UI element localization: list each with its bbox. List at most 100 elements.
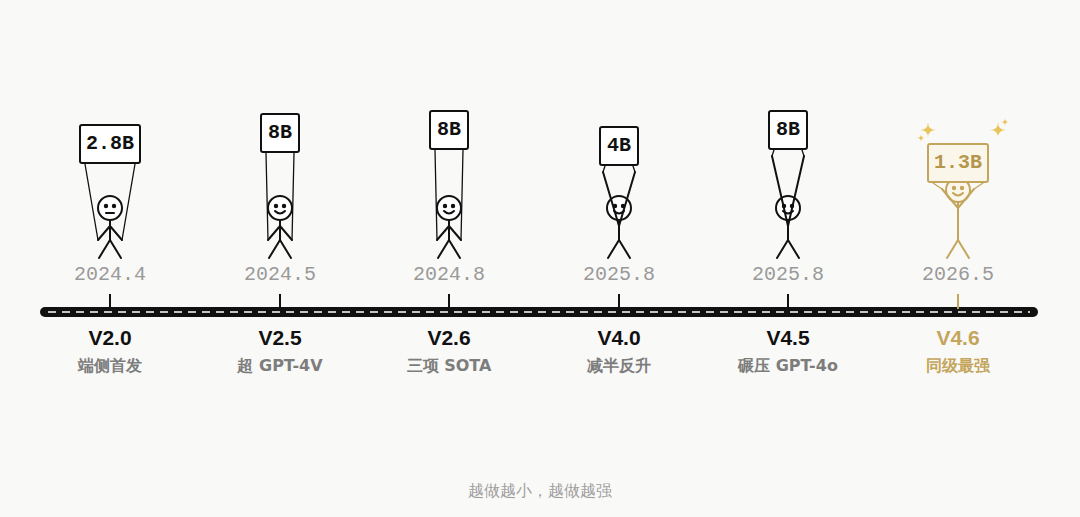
eye: [444, 205, 446, 207]
sign-board: 8B: [768, 110, 808, 150]
param-size: 2.8B: [86, 132, 134, 156]
release-date: 2024.4: [74, 263, 146, 286]
head: [776, 196, 800, 220]
version-note: 超 GPT-4V: [237, 356, 322, 377]
version-name: V4.5: [766, 326, 809, 350]
body: [109, 220, 111, 240]
version-name: V2.5: [258, 326, 301, 350]
sign-board: 8B: [260, 113, 300, 153]
stick-figure: [266, 153, 294, 258]
leg: [280, 240, 291, 258]
arm: [110, 226, 122, 240]
eye: [953, 187, 955, 189]
version-note: 碾压 GPT-4o: [738, 356, 838, 377]
param-size: 8B: [775, 118, 801, 142]
version-name: V2.0: [88, 326, 131, 350]
leg: [110, 240, 121, 258]
release-date: 2024.5: [244, 263, 316, 286]
arm: [619, 172, 635, 226]
arm: [958, 189, 974, 208]
sign-board: 8B: [429, 110, 469, 150]
arm: [788, 156, 804, 226]
param-size: 1.3B: [934, 151, 982, 175]
version-name: V4.0: [597, 326, 640, 350]
sign-board: 1.3B: [927, 143, 989, 183]
string: [633, 166, 635, 172]
string: [122, 164, 135, 240]
version-note: 同级最强: [926, 356, 990, 377]
release-date: 2026.5: [922, 263, 994, 286]
param-size: 8B: [267, 121, 293, 145]
leg: [99, 240, 110, 258]
leg: [449, 240, 460, 258]
string: [603, 166, 605, 172]
string: [461, 150, 463, 240]
version-name: V4.6: [936, 326, 979, 350]
stick-figure: [435, 150, 463, 258]
leg: [438, 240, 449, 258]
version-note: 减半反升: [587, 356, 651, 377]
head: [437, 196, 461, 220]
arm: [280, 226, 292, 240]
string: [933, 183, 942, 189]
arm: [772, 156, 788, 226]
version-note: 端侧首发: [78, 356, 142, 377]
head: [98, 196, 122, 220]
release-date: 2025.8: [752, 263, 824, 286]
sign-board: 2.8B: [79, 124, 141, 164]
eye: [961, 187, 963, 189]
eye: [452, 205, 454, 207]
leg: [269, 240, 280, 258]
release-date: 2025.8: [583, 263, 655, 286]
leg: [608, 240, 619, 258]
figures: [85, 118, 1009, 309]
arm: [603, 172, 619, 226]
eye: [275, 205, 277, 207]
sparkle: [917, 134, 925, 142]
leg: [777, 240, 788, 258]
stick-figure: [933, 178, 983, 258]
string: [85, 164, 98, 240]
tick: [957, 294, 959, 309]
tick: [448, 294, 450, 309]
head: [268, 196, 292, 220]
mouth: [953, 193, 963, 196]
eye: [113, 205, 115, 207]
stick-figure: [85, 164, 135, 258]
stick-figure: [772, 150, 804, 258]
string: [435, 150, 437, 240]
stick-figure: [603, 166, 635, 258]
param-size: 8B: [436, 118, 462, 142]
tick: [109, 294, 111, 309]
release-date: 2024.8: [413, 263, 485, 286]
sparkle: [990, 122, 1006, 138]
leg: [958, 240, 969, 258]
string: [772, 150, 774, 156]
tick: [618, 294, 620, 309]
tick: [279, 294, 281, 309]
leg: [788, 240, 799, 258]
eye: [105, 205, 107, 207]
sign-board: 4B: [599, 126, 639, 166]
string: [266, 153, 268, 240]
body: [448, 220, 450, 240]
caption: 越做越小，越做越强: [468, 481, 612, 502]
mouth: [275, 211, 285, 214]
arm: [942, 189, 958, 208]
arm: [437, 226, 449, 240]
string: [802, 150, 804, 156]
eye: [283, 205, 285, 207]
sparkle: [920, 122, 936, 138]
leg: [619, 240, 630, 258]
arm: [449, 226, 461, 240]
param-size: 4B: [606, 134, 632, 158]
arm: [268, 226, 280, 240]
leg: [947, 240, 958, 258]
string: [974, 183, 983, 189]
version-name: V2.6: [427, 326, 470, 350]
sparkle: [1001, 118, 1009, 126]
arm: [98, 226, 110, 240]
body: [279, 220, 281, 240]
road-dashes: [48, 311, 1030, 313]
